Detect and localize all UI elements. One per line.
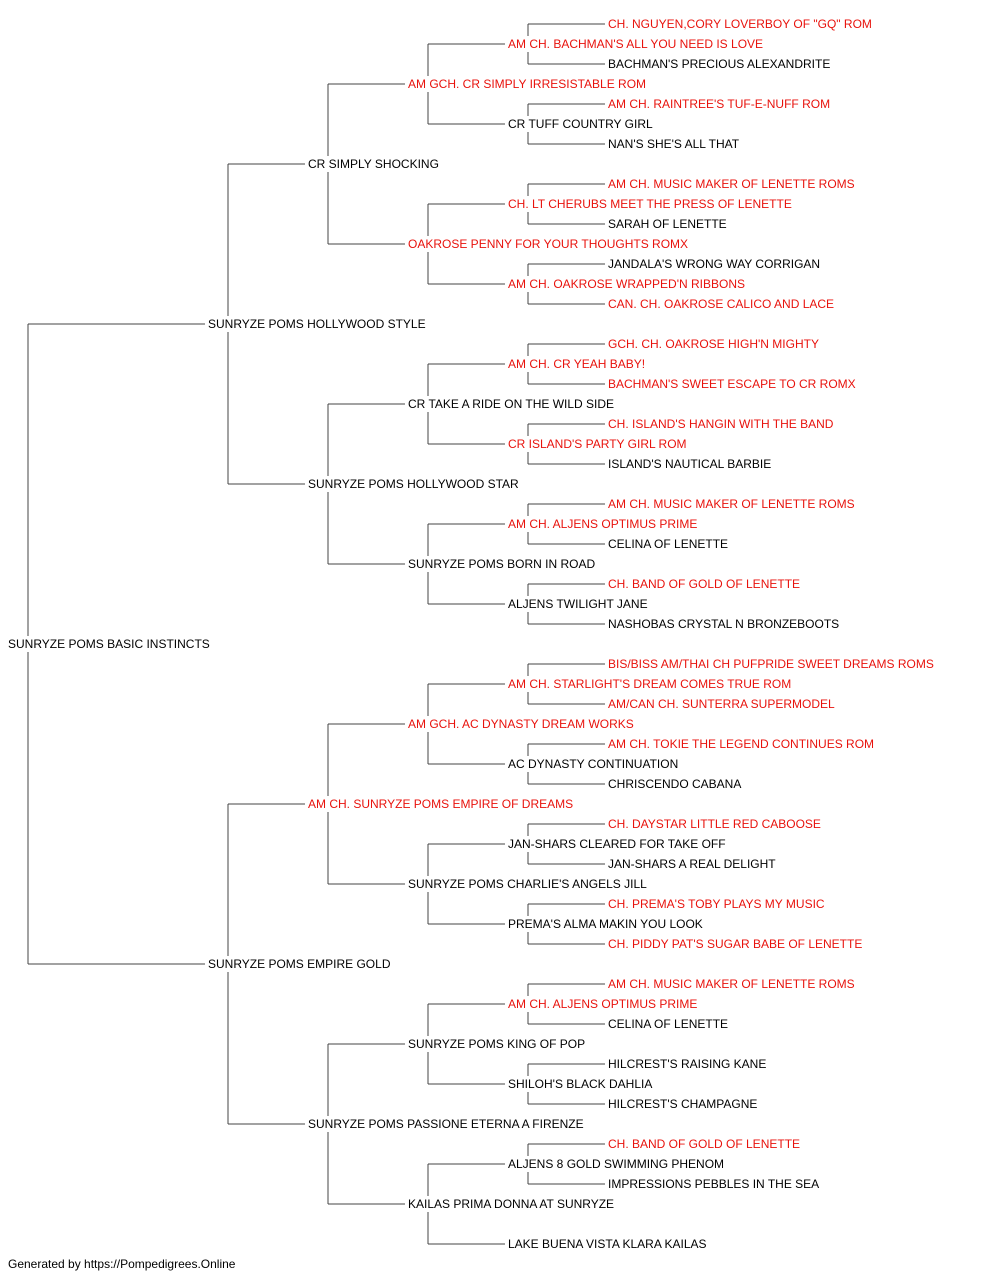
ancestor-name-gen-3: SUNRYZE POMS KING OF POP (408, 1037, 585, 1051)
ancestor-name-gen-1: SUNRYZE POMS EMPIRE GOLD (208, 957, 391, 971)
ancestor-name-gen-3: AM GCH. CR SIMPLY IRRESISTABLE ROM (408, 77, 646, 91)
ancestor-name-gen-5: CH. DAYSTAR LITTLE RED CABOOSE (608, 817, 821, 831)
ancestor-name-gen-5: ISLAND'S NAUTICAL BARBIE (608, 457, 771, 471)
ancestor-name-gen-4: CH. LT CHERUBS MEET THE PRESS OF LENETTE (508, 197, 792, 211)
ancestor-name-gen-5: SARAH OF LENETTE (608, 217, 727, 231)
ancestor-name-gen-4: AM CH. ALJENS OPTIMUS PRIME (508, 517, 697, 531)
ancestor-name-gen-5: IMPRESSIONS PEBBLES IN THE SEA (608, 1177, 819, 1191)
ancestor-name-gen-4: CR TUFF COUNTRY GIRL (508, 117, 653, 131)
ancestor-name-gen-4: AC DYNASTY CONTINUATION (508, 757, 678, 771)
ancestor-name-gen-5: CH. PIDDY PAT'S SUGAR BABE OF LENETTE (608, 937, 862, 951)
ancestor-name-gen-5: AM/CAN CH. SUNTERRA SUPERMODEL (608, 697, 835, 711)
ancestor-name-gen-5: AM CH. TOKIE THE LEGEND CONTINUES ROM (608, 737, 874, 751)
ancestor-name-gen-5: AM CH. MUSIC MAKER OF LENETTE ROMS (608, 497, 855, 511)
ancestor-name-gen-5: CH. PREMA'S TOBY PLAYS MY MUSIC (608, 897, 825, 911)
ancestor-name-gen-4: AM CH. BACHMAN'S ALL YOU NEED IS LOVE (508, 37, 763, 51)
ancestor-name-gen-5: HILCREST'S CHAMPAGNE (608, 1097, 757, 1111)
ancestor-name-gen-5: CH. NGUYEN,CORY LOVERBOY OF "GQ" ROM (608, 17, 872, 31)
ancestor-name-gen-5: JANDALA'S WRONG WAY CORRIGAN (608, 257, 820, 271)
ancestor-name-gen-1: SUNRYZE POMS HOLLYWOOD STYLE (208, 317, 426, 331)
ancestor-name-gen-5: BACHMAN'S SWEET ESCAPE TO CR ROMX (608, 377, 856, 391)
ancestor-name-gen-5: BACHMAN'S PRECIOUS ALEXANDRITE (608, 57, 830, 71)
ancestor-name-gen-5: AM CH. RAINTREE'S TUF-E-NUFF ROM (608, 97, 830, 111)
ancestor-name-gen-4: AM CH. OAKROSE WRAPPED'N RIBBONS (508, 277, 745, 291)
ancestor-name-gen-5: JAN-SHARS A REAL DELIGHT (608, 857, 776, 871)
ancestor-name-gen-5: AM CH. MUSIC MAKER OF LENETTE ROMS (608, 177, 855, 191)
ancestor-name-gen-4: PREMA'S ALMA MAKIN YOU LOOK (508, 917, 703, 931)
ancestor-name-gen-4: ALJENS TWILIGHT JANE (508, 597, 648, 611)
ancestor-name-gen-4: AM CH. CR YEAH BABY! (508, 357, 645, 371)
ancestor-name-gen-3: CR TAKE A RIDE ON THE WILD SIDE (408, 397, 614, 411)
ancestor-name-gen-4: CR ISLAND'S PARTY GIRL ROM (508, 437, 687, 451)
ancestor-name-gen-5: CH. BAND OF GOLD OF LENETTE (608, 577, 800, 591)
ancestor-name-gen-4: AM CH. STARLIGHT'S DREAM COMES TRUE ROM (508, 677, 791, 691)
subject-dog-name: SUNRYZE POMS BASIC INSTINCTS (8, 637, 210, 651)
ancestor-name-gen-4: JAN-SHARS CLEARED FOR TAKE OFF (508, 837, 726, 851)
ancestor-name-gen-3: KAILAS PRIMA DONNA AT SUNRYZE (408, 1197, 614, 1211)
ancestor-name-gen-4: LAKE BUENA VISTA KLARA KAILAS (508, 1237, 707, 1251)
ancestor-name-gen-5: CELINA OF LENETTE (608, 537, 728, 551)
ancestor-name-gen-2: SUNRYZE POMS PASSIONE ETERNA A FIRENZE (308, 1117, 584, 1131)
ancestor-name-gen-2: CR SIMPLY SHOCKING (308, 157, 439, 171)
ancestor-name-gen-4: ALJENS 8 GOLD SWIMMING PHENOM (508, 1157, 724, 1171)
ancestor-name-gen-4: AM CH. ALJENS OPTIMUS PRIME (508, 997, 697, 1011)
ancestor-name-gen-5: GCH. CH. OAKROSE HIGH'N MIGHTY (608, 337, 819, 351)
ancestor-name-gen-5: BIS/BISS AM/THAI CH PUFPRIDE SWEET DREAM… (608, 657, 934, 671)
ancestor-name-gen-4: SHILOH'S BLACK DAHLIA (508, 1077, 652, 1091)
ancestor-name-gen-5: HILCREST'S RAISING KANE (608, 1057, 766, 1071)
ancestor-name-gen-5: CH. ISLAND'S HANGIN WITH THE BAND (608, 417, 834, 431)
ancestor-name-gen-5: NAN'S SHE'S ALL THAT (608, 137, 740, 151)
ancestor-name-gen-2: SUNRYZE POMS HOLLYWOOD STAR (308, 477, 519, 491)
ancestor-name-gen-5: CHRISCENDO CABANA (608, 777, 741, 791)
ancestor-name-gen-5: CAN. CH. OAKROSE CALICO AND LACE (608, 297, 834, 311)
ancestor-name-gen-5: CH. BAND OF GOLD OF LENETTE (608, 1137, 800, 1151)
ancestor-name-gen-2: AM CH. SUNRYZE POMS EMPIRE OF DREAMS (308, 797, 573, 811)
ancestor-name-gen-3: AM GCH. AC DYNASTY DREAM WORKS (408, 717, 634, 731)
generated-by-footer: Generated by https://Pompedigrees.Online (8, 1257, 236, 1271)
ancestor-name-gen-5: NASHOBAS CRYSTAL N BRONZEBOOTS (608, 617, 839, 631)
ancestor-name-gen-5: AM CH. MUSIC MAKER OF LENETTE ROMS (608, 977, 855, 991)
ancestor-name-gen-3: SUNRYZE POMS CHARLIE'S ANGELS JILL (408, 877, 647, 891)
ancestor-name-gen-5: CELINA OF LENETTE (608, 1017, 728, 1031)
ancestor-name-gen-3: OAKROSE PENNY FOR YOUR THOUGHTS ROMX (408, 237, 688, 251)
ancestor-name-gen-3: SUNRYZE POMS BORN IN ROAD (408, 557, 595, 571)
